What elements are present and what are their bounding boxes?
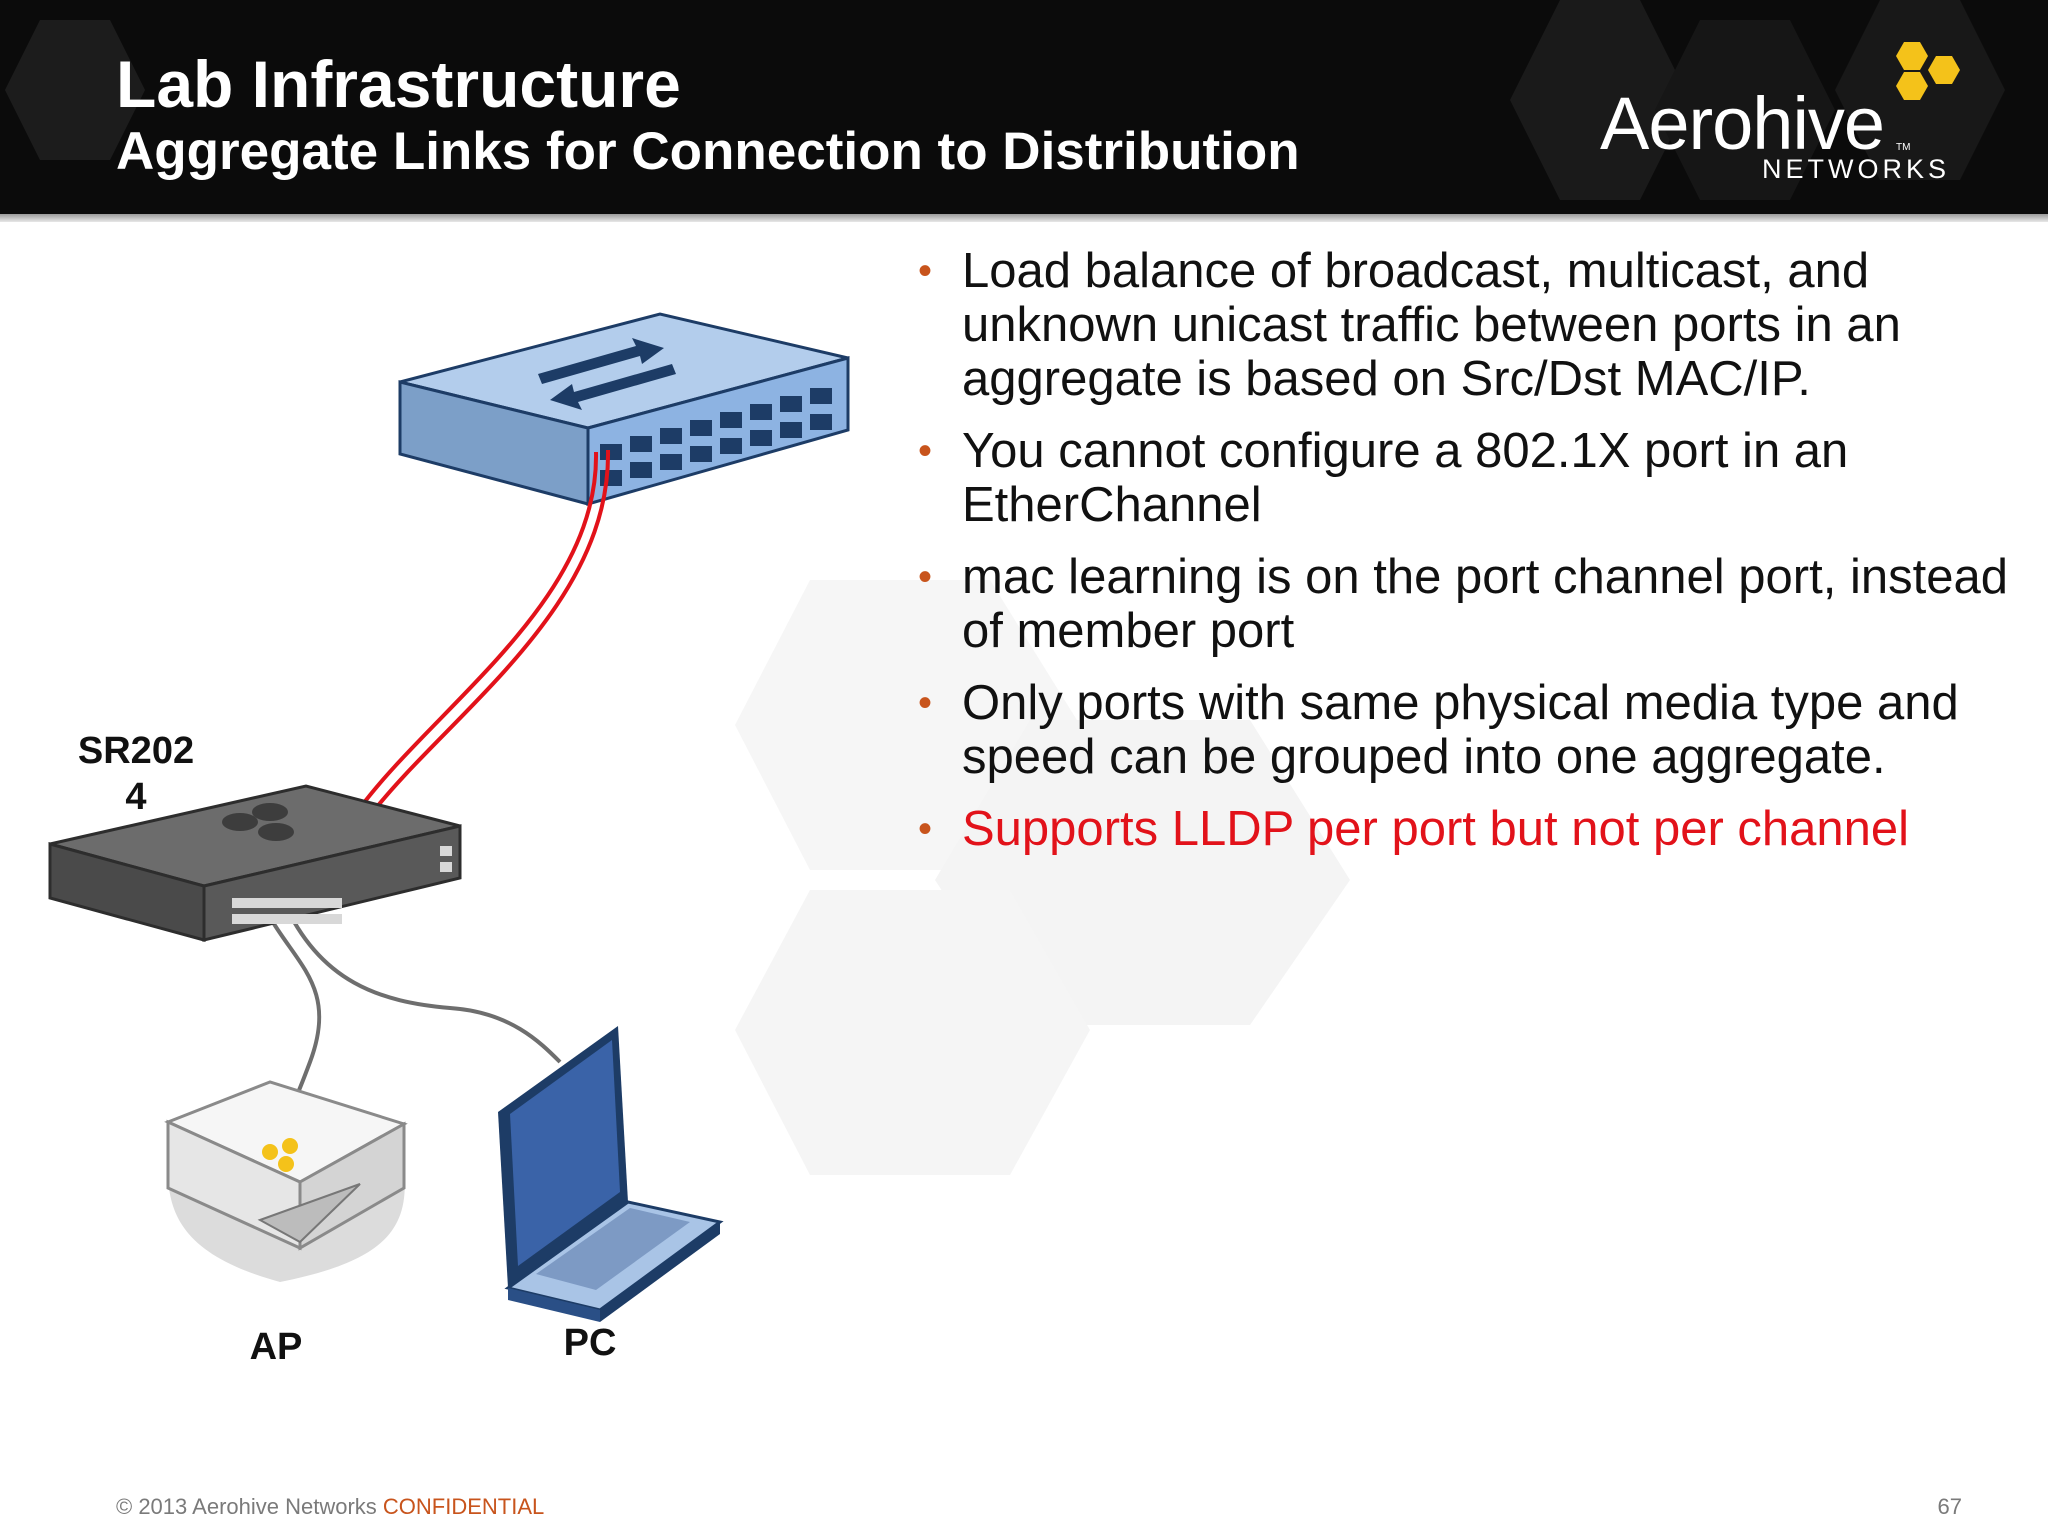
header-shadow-divider bbox=[0, 214, 2048, 222]
network-diagram: SR202 4 AP PC bbox=[0, 222, 920, 1462]
ap-label: AP bbox=[249, 1326, 303, 1368]
diagram-canvas bbox=[48, 312, 850, 1322]
header-hexagon-pattern bbox=[5, 0, 2005, 200]
bullet-dot-icon: • bbox=[918, 807, 933, 851]
bullet-dot-icon: • bbox=[918, 681, 933, 725]
access-point-icon bbox=[164, 1080, 408, 1282]
sr2024-switch-label: SR202 4 bbox=[66, 728, 206, 820]
bullet-item: •mac learning is on the port channel por… bbox=[918, 550, 2008, 658]
sr2024-label-line-1: SR202 bbox=[77, 730, 195, 772]
footer-copyright: © 2013 Aerohive Networks CONFIDENTIAL bbox=[116, 1494, 544, 1520]
bullet-dot-icon: • bbox=[918, 249, 933, 293]
bullet-list: •Load balance of broadcast, multicast, a… bbox=[918, 244, 2028, 874]
laptop-pc-icon bbox=[498, 1026, 724, 1322]
sr2024-label-line-2: 4 bbox=[125, 776, 147, 818]
bullet-dot-icon: • bbox=[918, 555, 933, 599]
slide-subtitle: Aggregate Links for Connection to Distri… bbox=[116, 122, 1300, 181]
aerohive-logo: Aerohive TM NETWORKS bbox=[1590, 36, 1970, 196]
bullet-item: •Only ports with same physical media typ… bbox=[918, 676, 1959, 784]
pc-label: PC bbox=[563, 1322, 617, 1364]
slide-header: Lab Infrastructure Aggregate Links for C… bbox=[0, 0, 2048, 214]
slide-title: Lab Infrastructure bbox=[116, 47, 681, 121]
logo-wordmark: Aerohive bbox=[1600, 82, 1885, 165]
bullet-dot-icon: • bbox=[918, 429, 933, 473]
bullet-item-highlight: •Supports LLDP per port but not per chan… bbox=[918, 802, 1910, 856]
sr2024-switch-icon bbox=[48, 784, 462, 942]
page-number: 67 bbox=[1937, 1494, 1962, 1519]
distribution-switch-icon bbox=[398, 312, 850, 506]
logo-hexagons-icon bbox=[1896, 42, 1960, 100]
logo-trademark: TM bbox=[1896, 142, 1911, 153]
confidential-label: CONFIDENTIAL bbox=[382, 1494, 545, 1519]
bullet-item: •You cannot configure a 802.1X port in a… bbox=[918, 424, 1849, 532]
copyright-text: © 2013 Aerohive Networks bbox=[116, 1494, 383, 1519]
logo-subtitle: NETWORKS bbox=[1762, 154, 1951, 184]
access-cables bbox=[260, 901, 562, 1124]
bullet-item: •Load balance of broadcast, multicast, a… bbox=[918, 244, 1901, 406]
